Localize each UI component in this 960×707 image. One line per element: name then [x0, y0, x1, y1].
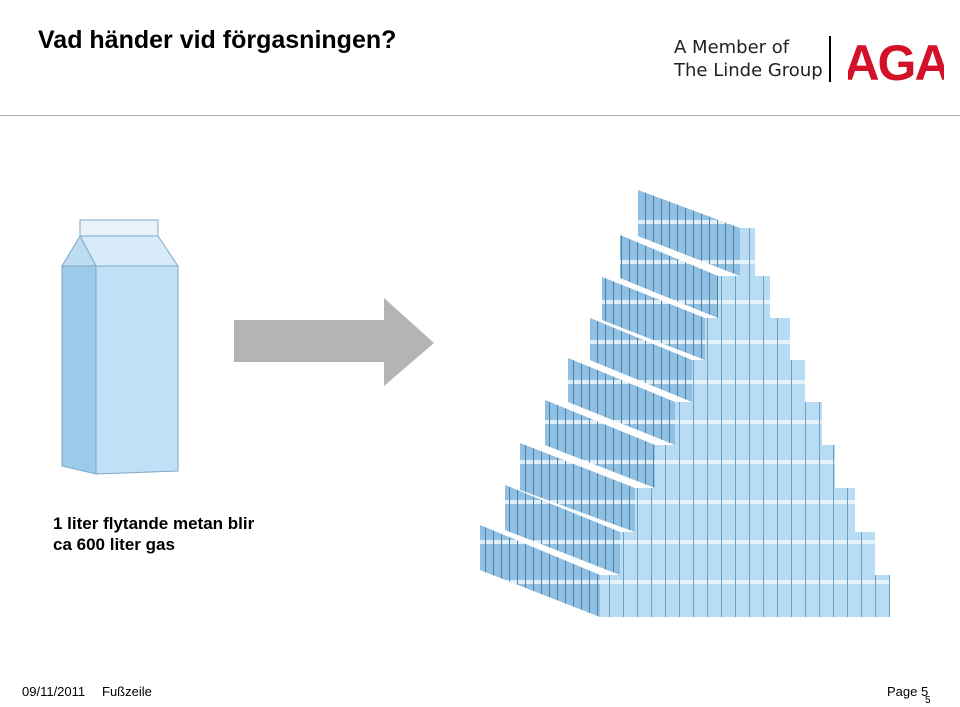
- milk-carton-icon: [61, 219, 179, 475]
- page-number: Page 5: [887, 684, 929, 699]
- conversion-caption: 1 liter flytande metan blir ca 600 liter…: [53, 513, 254, 555]
- aga-logo-text: AGA: [848, 35, 944, 88]
- pyramid-tiers: [480, 190, 890, 617]
- footer-date: 09/11/2011: [22, 684, 86, 699]
- linde-group-tagline: A Member of The Linde Group: [674, 36, 823, 82]
- carton-pyramid-illustration: [480, 190, 890, 617]
- caption-line-1: 1 liter flytande metan blir: [53, 514, 255, 533]
- tagline-line-2: The Linde Group: [674, 60, 823, 81]
- page-title: Vad händer vid förgasningen?: [38, 26, 397, 54]
- page-number-sub: 5: [925, 695, 931, 706]
- aga-logo: AGA: [848, 35, 944, 88]
- logo-divider: [829, 36, 831, 82]
- caption-line-2: ca 600 liter gas: [53, 535, 175, 554]
- footer-label: Fußzeile: [102, 684, 152, 699]
- tagline-line-1: A Member of: [674, 37, 790, 58]
- header-divider: [0, 115, 960, 116]
- arrow-right-icon: [234, 298, 434, 386]
